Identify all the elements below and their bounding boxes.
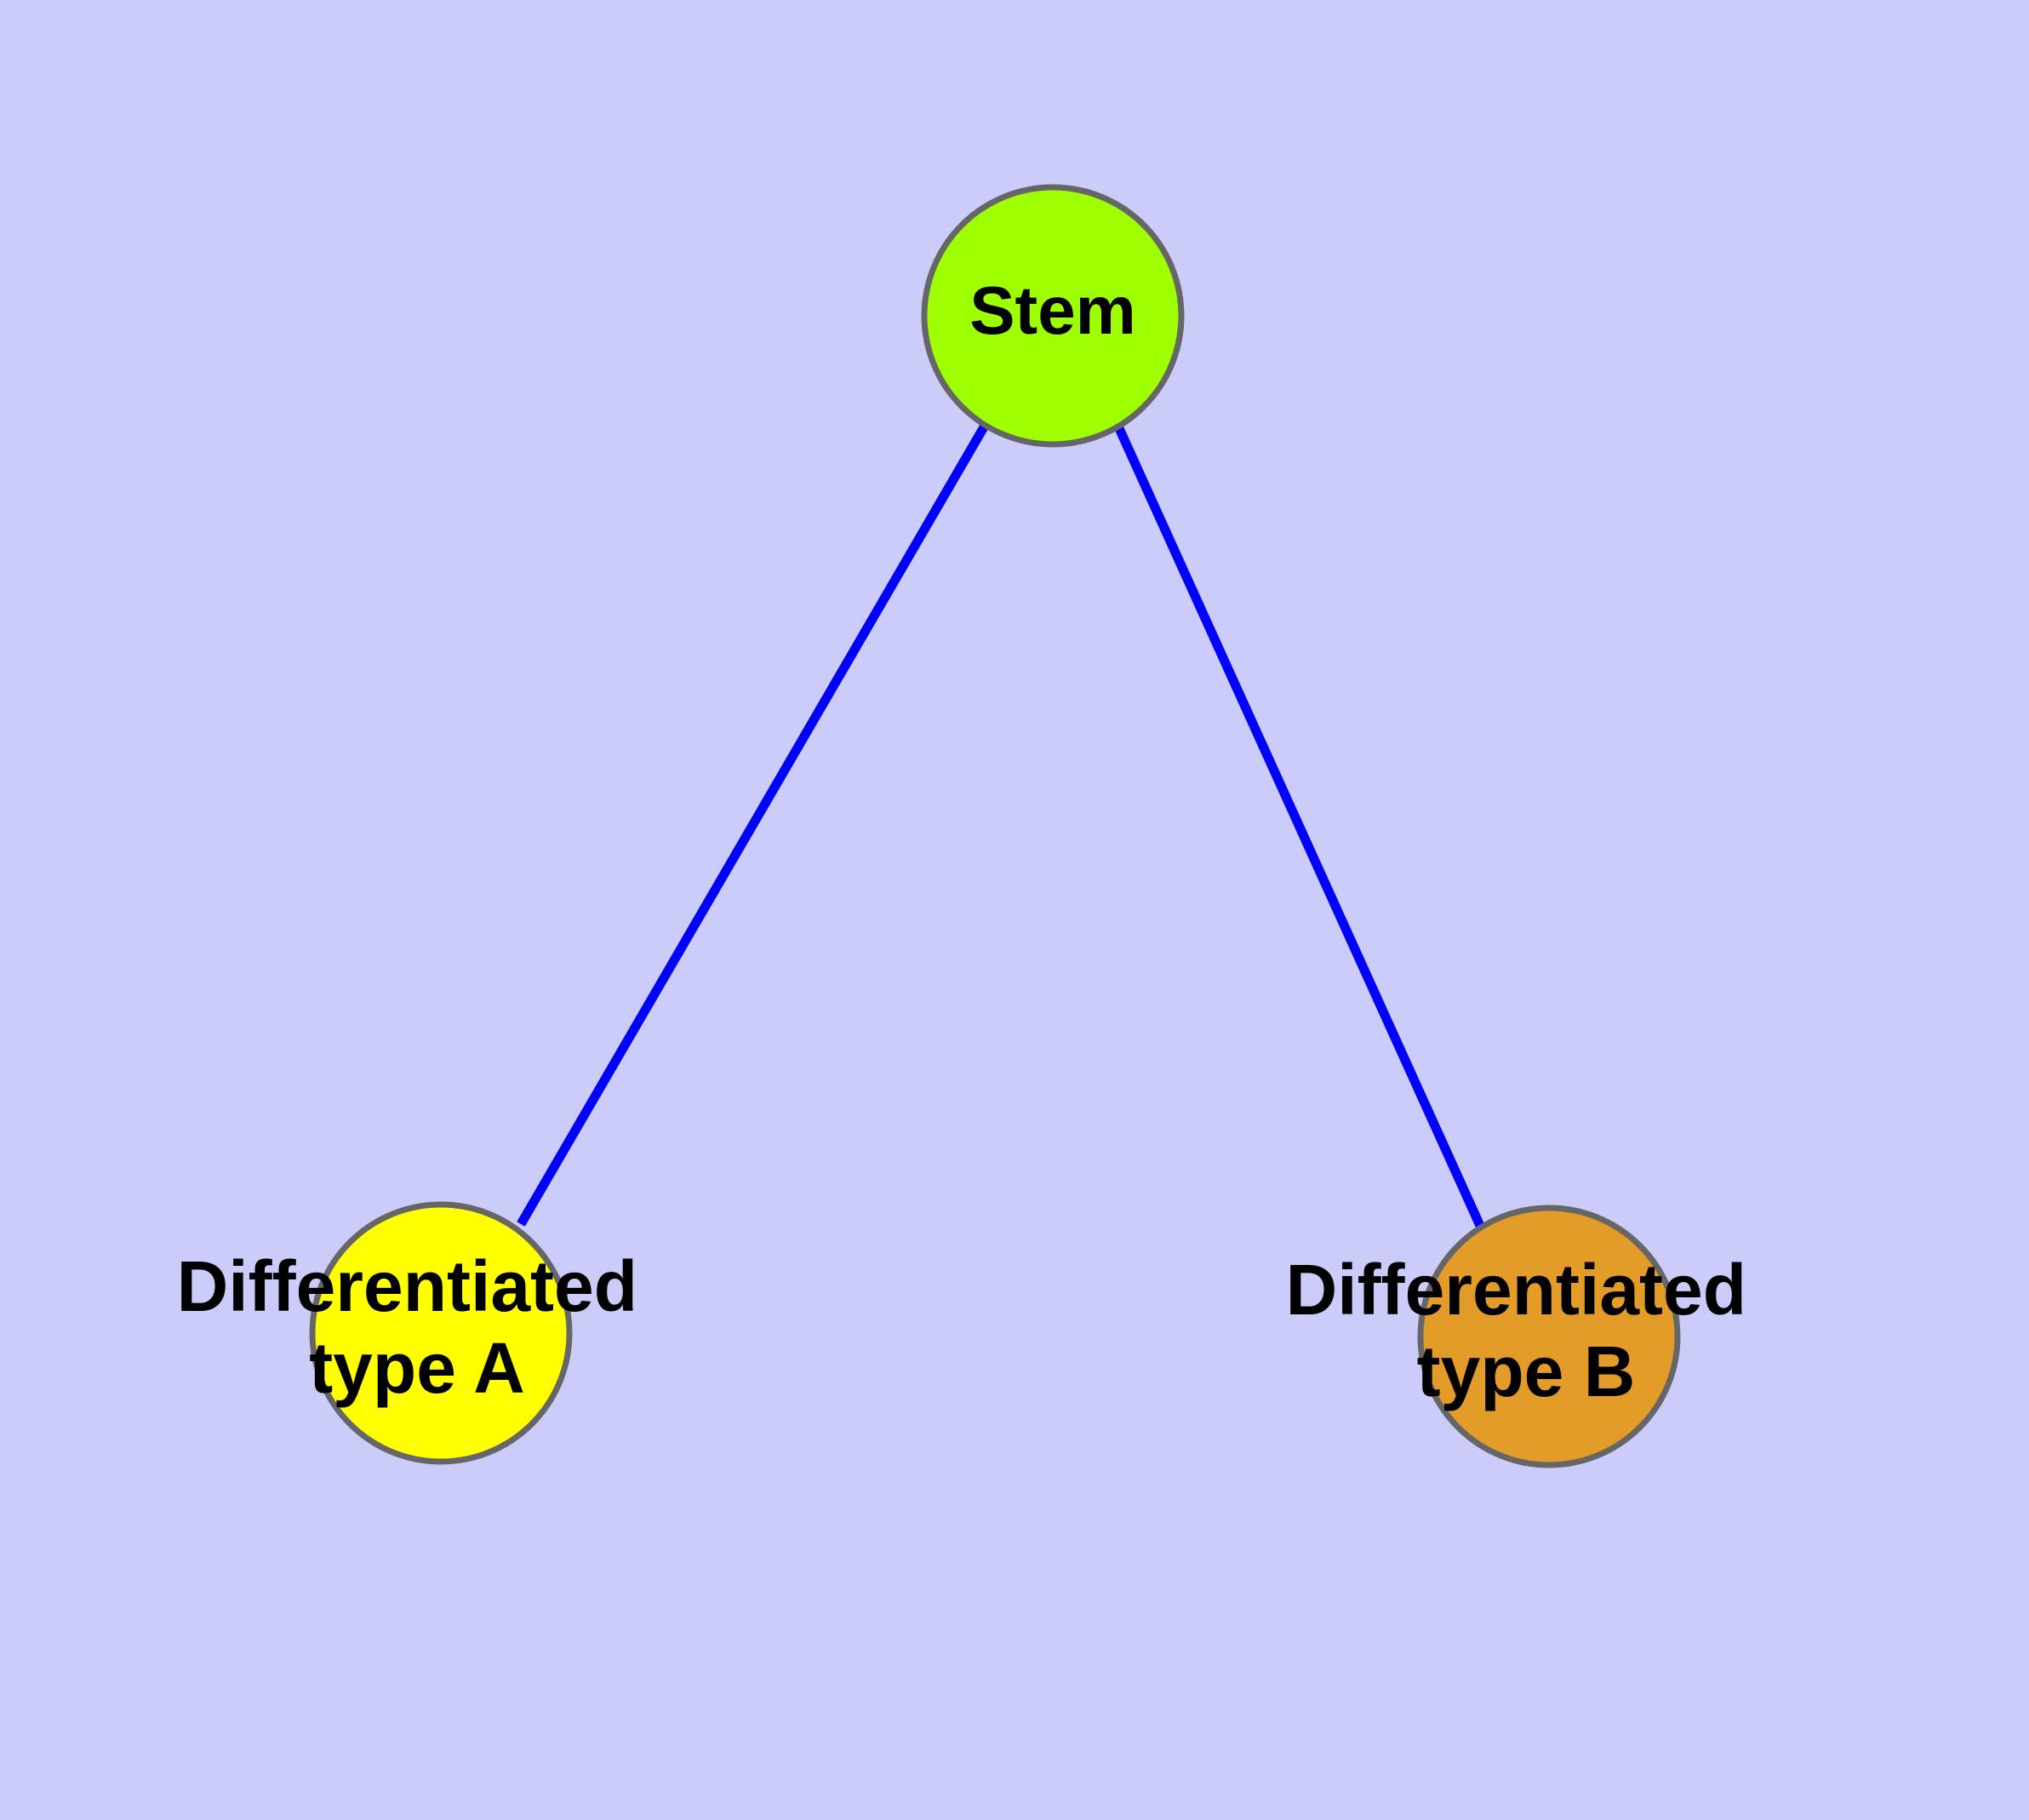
node-diff-a-label-line-2: type A [309, 1328, 525, 1408]
edge-group [517, 423, 1486, 1230]
node-diff-b-label-line-1: Differentiated [1286, 1250, 1746, 1330]
node-diff-a-label-line-1: Differentiated [177, 1246, 637, 1326]
node-diff-a[interactable] [309, 1201, 573, 1465]
node-diff-b-label: Differentiated type B [1286, 1250, 1767, 1411]
node-stem[interactable]: Stem [921, 184, 1185, 448]
node-stem-label: Stem [969, 272, 1136, 348]
node-stem-circle[interactable] [921, 184, 1185, 448]
edge-stem-to-diff-a[interactable] [517, 423, 989, 1227]
node-diff-b[interactable] [1417, 1205, 1681, 1468]
node-stem-label-line-1: Stem [969, 272, 1136, 348]
node-diff-a-circle[interactable] [309, 1201, 573, 1465]
node-diff-a-label: Differentiated type A [177, 1246, 658, 1408]
edge-stem-to-diff-b[interactable] [1113, 424, 1486, 1230]
node-group: Stem Differentiated type A Differentiate… [177, 184, 1767, 1468]
node-diff-b-circle[interactable] [1417, 1205, 1681, 1468]
node-diff-b-label-line-2: type B [1417, 1331, 1636, 1411]
